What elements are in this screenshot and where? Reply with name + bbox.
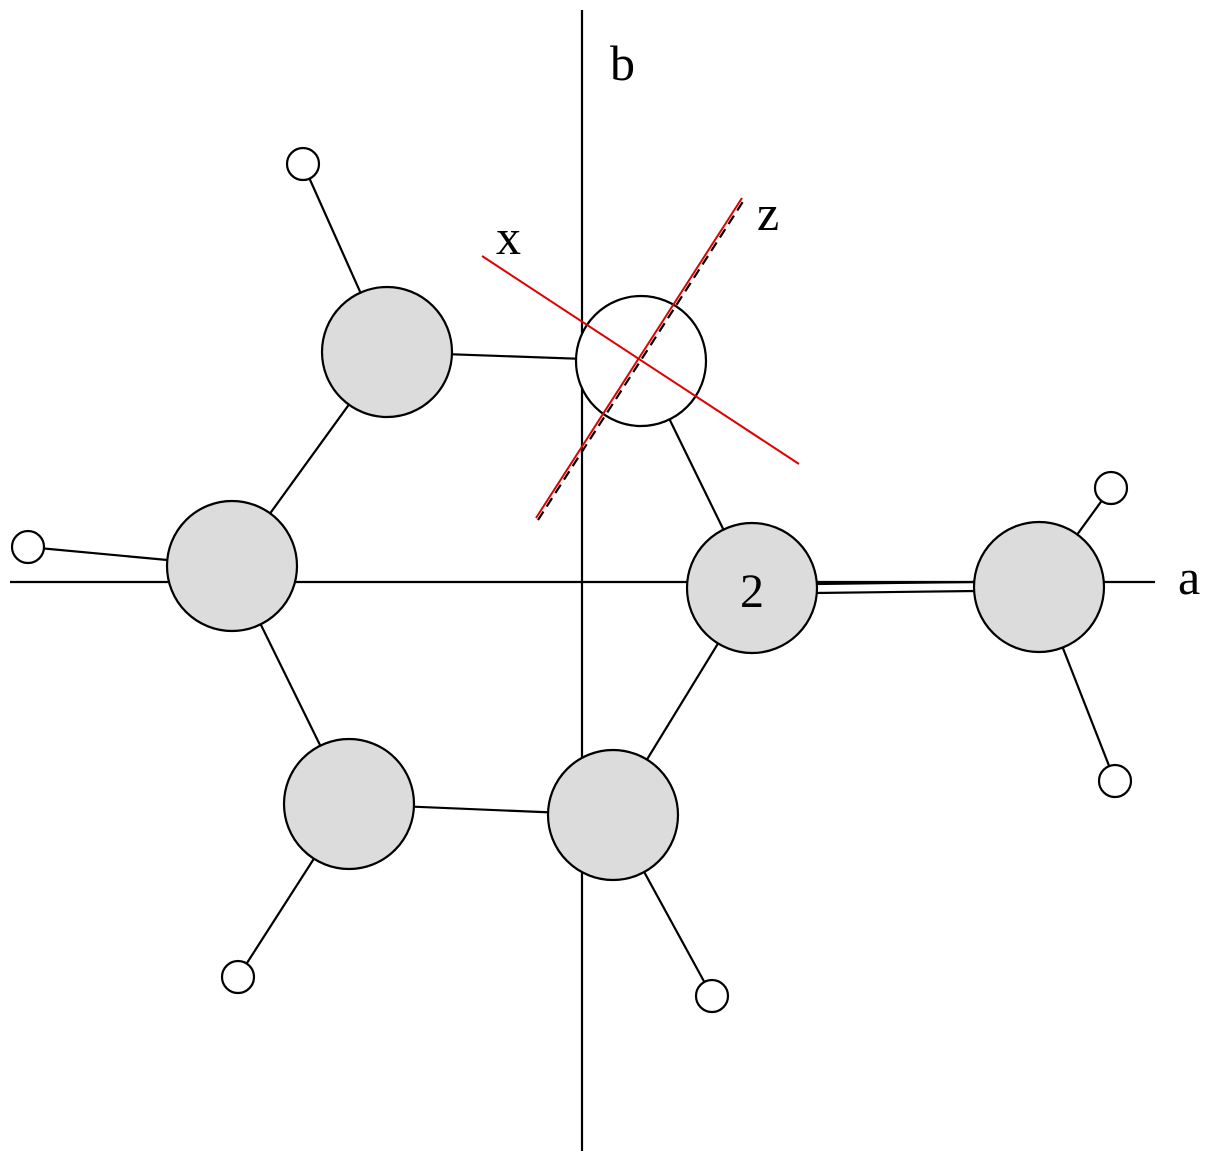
carbon-atom	[320, 285, 454, 419]
vinyl-carbon-atom	[972, 520, 1106, 654]
carbon-atom	[546, 748, 680, 882]
carbon-atom	[282, 737, 416, 871]
hydrogen-atom	[1097, 763, 1133, 799]
hydrogen-atoms	[10, 146, 1133, 1014]
bond-c2-vinyl-1	[814, 580, 977, 586]
hydrogen-atom	[220, 959, 256, 995]
z-axis-line	[535, 197, 743, 519]
carbon-2-label: 2	[740, 565, 764, 618]
bond-c2-vinyl-2	[814, 589, 977, 595]
z-axis-label: z	[757, 185, 779, 241]
x-axis-line	[481, 255, 800, 465]
carbon-atoms	[165, 285, 1106, 882]
hydrogen-atom	[10, 529, 46, 565]
carbon-atom	[165, 499, 299, 633]
carbon-atom-2	[685, 521, 819, 655]
b-axis-label: b	[610, 35, 635, 91]
x-axis-label: x	[496, 209, 521, 265]
a-axis-label: a	[1178, 549, 1200, 605]
hydrogen-atom	[285, 146, 321, 182]
hydrogen-atom	[1093, 470, 1129, 506]
hydrogen-atom	[694, 978, 730, 1014]
